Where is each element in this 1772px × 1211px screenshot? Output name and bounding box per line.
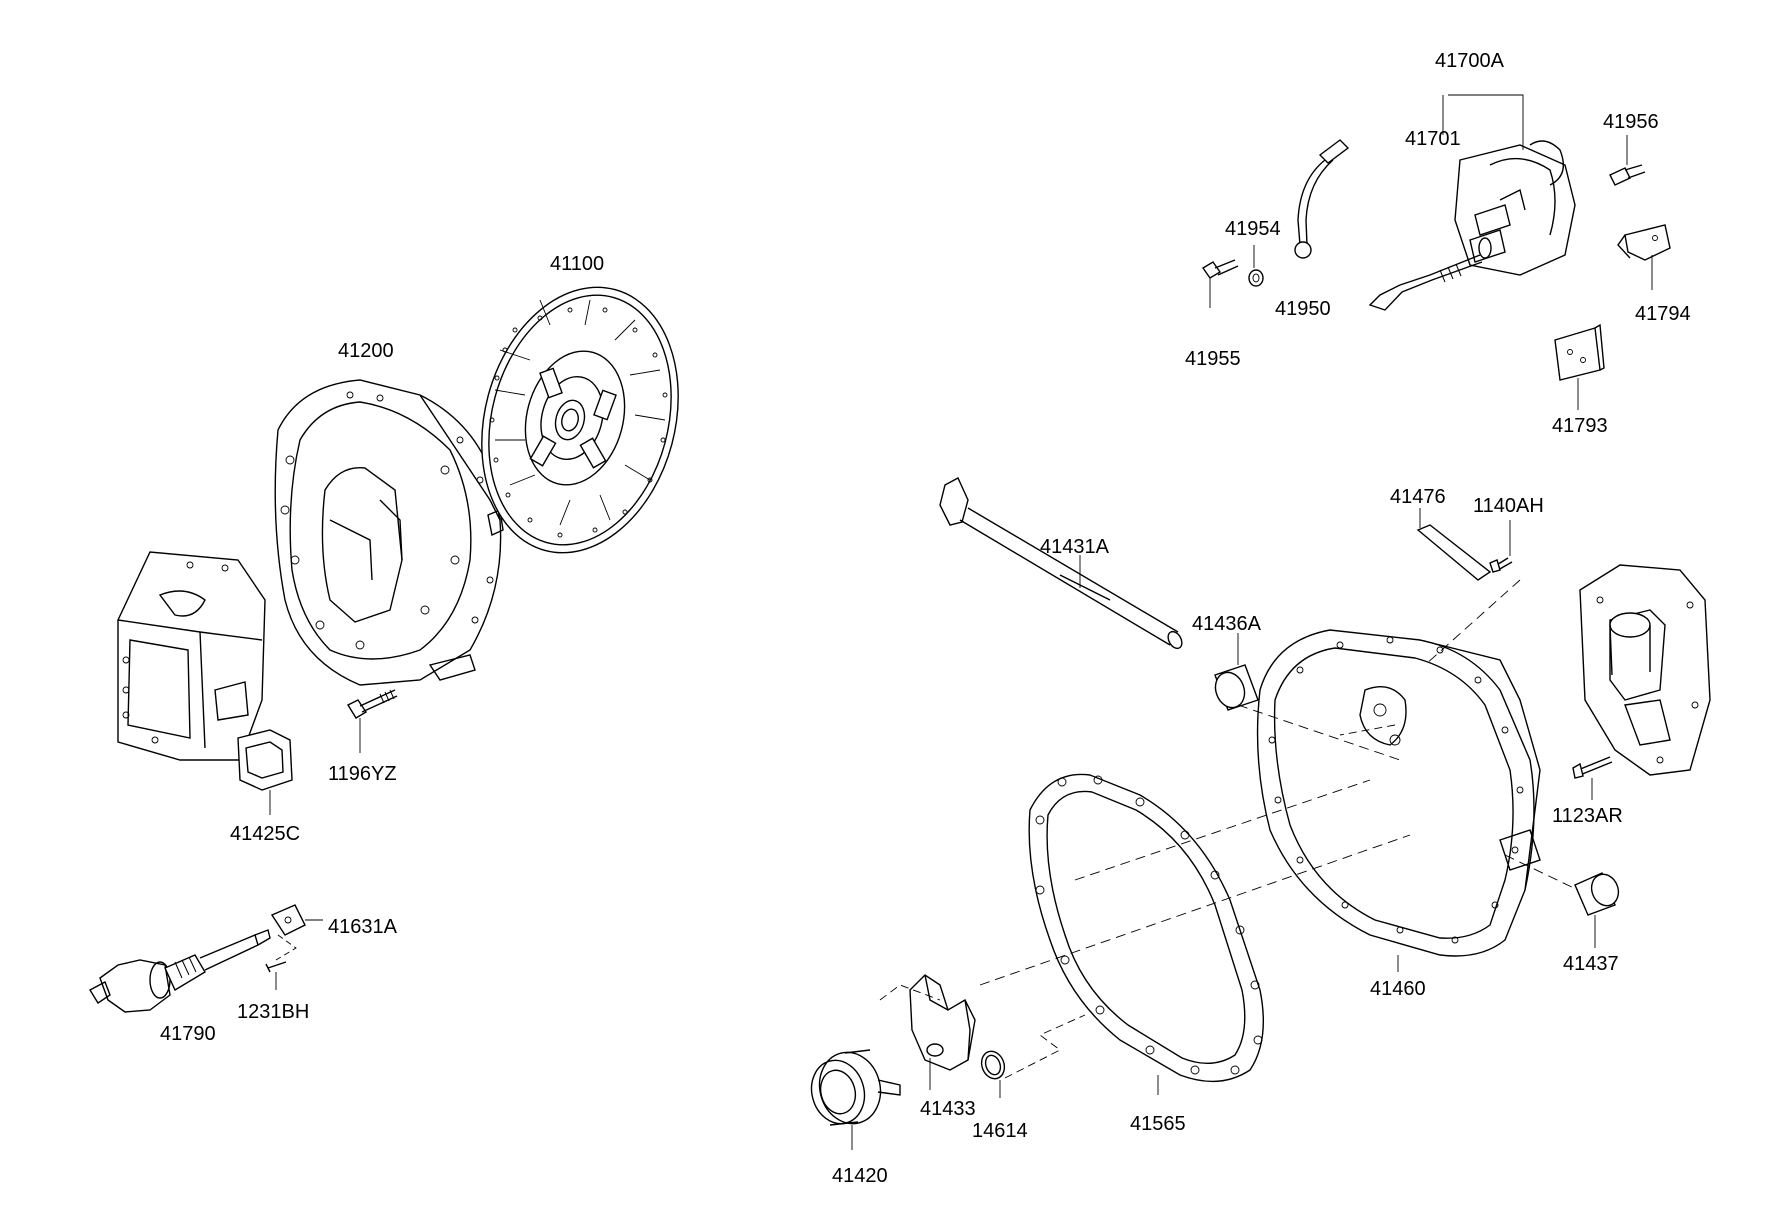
label-41790[interactable]: 41790: [160, 1023, 216, 1045]
ring-14614-drawing: [980, 1050, 1006, 1098]
pressure-plate-41200-drawing: [274, 379, 504, 686]
label-1231bh[interactable]: 1231BH: [237, 1001, 309, 1023]
label-41436a[interactable]: 41436A: [1192, 613, 1262, 635]
screw-1140ah-drawing: [1489, 520, 1513, 573]
release-cylinder-41790-drawing: [89, 929, 271, 1013]
label-41425c[interactable]: 41425C: [230, 823, 300, 845]
master-cylinder-41700a-drawing: [1368, 140, 1576, 311]
part-labels: 41700A 41701 41956 41954 41950 41955 417…: [160, 50, 1691, 1187]
label-41956[interactable]: 41956: [1603, 111, 1659, 133]
clutch-disc-41100-drawing: [481, 286, 679, 554]
cover-1123ar-drawing: [1572, 564, 1711, 800]
washer-41954-drawing: [1248, 245, 1264, 287]
pipe-41950-drawing: [1294, 139, 1350, 259]
fitting-41956-drawing: [1609, 135, 1646, 186]
screw-1231bh-drawing: [265, 934, 297, 990]
label-1140ah[interactable]: 1140AH: [1473, 495, 1544, 517]
label-41794[interactable]: 41794: [1635, 303, 1691, 325]
clutch-housing-drawing: [117, 551, 266, 761]
bearing-41420-drawing: [810, 1049, 901, 1150]
bolt-41955-drawing: [1201, 259, 1239, 308]
assembly-dashed-lines: [879, 579, 1579, 1079]
label-1196yz[interactable]: 1196YZ: [328, 763, 397, 785]
bushing-41437-drawing: [1574, 872, 1620, 948]
strip-41476-drawing: [1416, 508, 1492, 581]
label-41431a[interactable]: 41431A: [1040, 536, 1110, 558]
label-41700a[interactable]: 41700A: [1435, 50, 1505, 72]
plate-41793-drawing: [1554, 323, 1605, 410]
label-41954[interactable]: 41954: [1225, 218, 1281, 240]
shaft-41431a-drawing: [939, 477, 1183, 650]
label-41437[interactable]: 41437: [1563, 953, 1619, 975]
label-41701[interactable]: 41701: [1405, 128, 1461, 150]
label-41200[interactable]: 41200: [338, 340, 394, 362]
gasket-41565-drawing: [1028, 773, 1264, 1095]
plate-41631a-drawing: [270, 904, 323, 936]
label-41565[interactable]: 41565: [1130, 1113, 1186, 1135]
label-1123ar[interactable]: 1123AR: [1552, 805, 1623, 827]
label-41476[interactable]: 41476: [1390, 486, 1446, 508]
bolt-1196yz-drawing: [347, 689, 398, 753]
housing-41460-drawing: [1256, 629, 1541, 972]
label-41433[interactable]: 41433: [920, 1098, 976, 1120]
label-41793[interactable]: 41793: [1552, 415, 1608, 437]
label-41420[interactable]: 41420: [832, 1165, 888, 1187]
label-41950[interactable]: 41950: [1275, 298, 1331, 320]
bushing-41425c-drawing: [237, 729, 293, 815]
bushing-41436a-drawing: [1214, 633, 1259, 711]
label-41631a[interactable]: 41631A: [328, 916, 398, 938]
label-41100[interactable]: 41100: [550, 253, 604, 275]
label-41955[interactable]: 41955: [1185, 348, 1241, 370]
bracket-41794-drawing: [1617, 224, 1671, 290]
label-14614[interactable]: 14614: [972, 1120, 1028, 1142]
leader-41700a: [1442, 94, 1524, 150]
label-41460[interactable]: 41460: [1370, 978, 1426, 1000]
fork-41433-drawing: [909, 974, 976, 1090]
